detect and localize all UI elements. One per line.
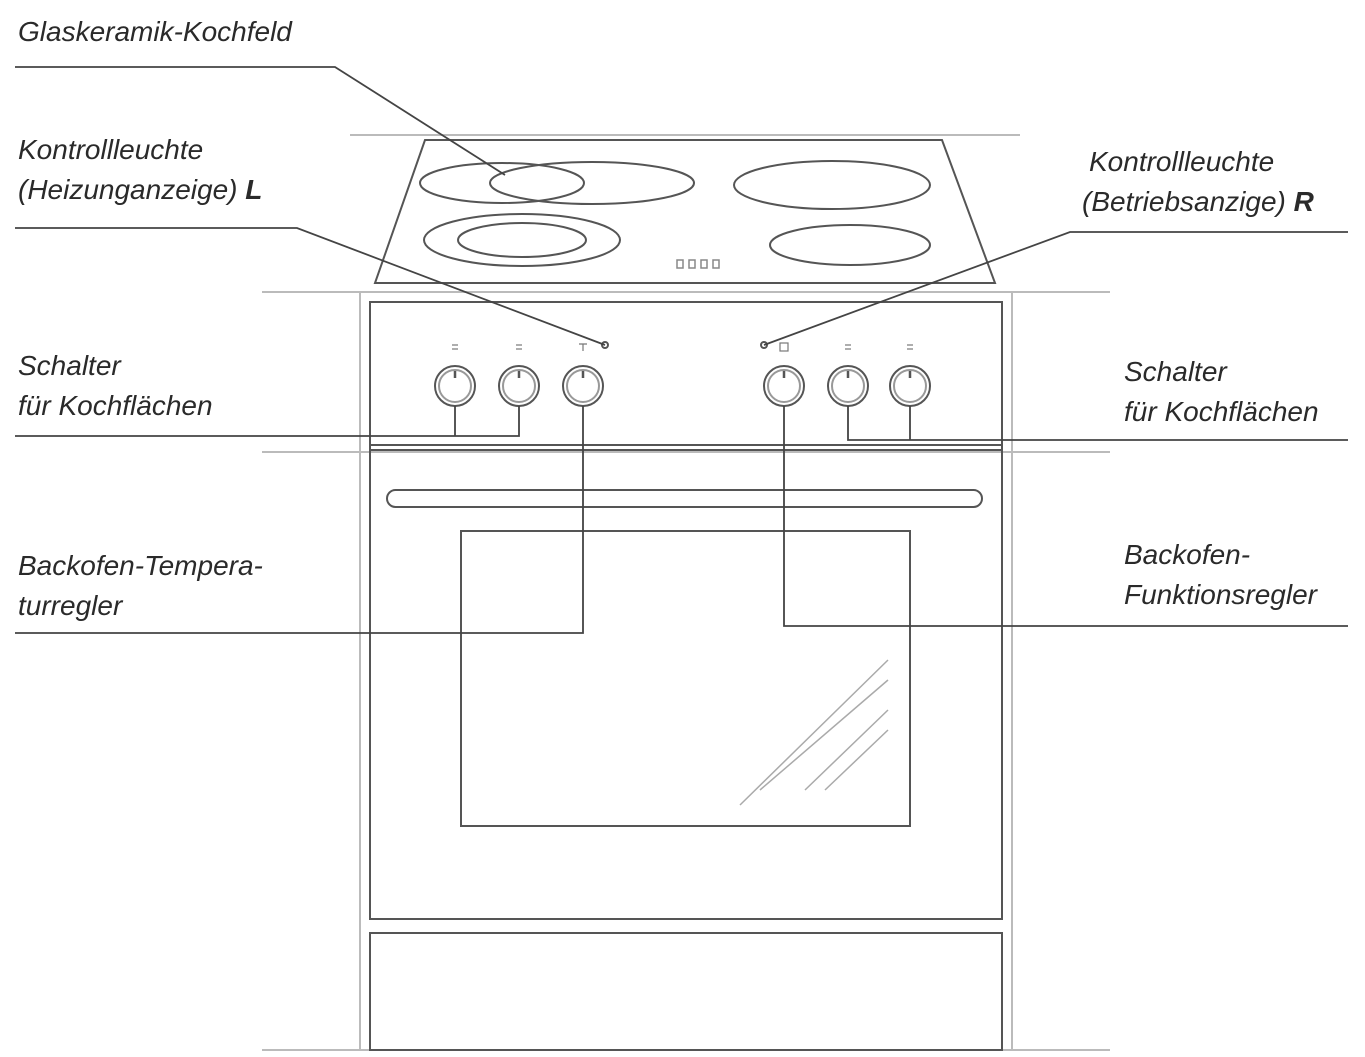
label-indicator-right: Kontrollleuchte (Betriebsanzige) R xyxy=(1082,142,1314,222)
function-knob[interactable] xyxy=(763,365,805,407)
label-switches-left-line2: für Kochflächen xyxy=(18,390,213,421)
label-function-regulator: Backofen- Funktionsregler xyxy=(1124,535,1317,615)
temperature-knob[interactable] xyxy=(562,365,604,407)
label-switches-right-line2: für Kochflächen xyxy=(1124,396,1319,427)
label-cooktop-text: Glaskeramik-Kochfeld xyxy=(18,16,292,47)
label-indicator-left-text: (Heizunganzeige) xyxy=(18,174,238,205)
cooktop-symbols xyxy=(676,259,720,269)
hob-knob-2[interactable] xyxy=(498,365,540,407)
label-function-regulator-line1: Backofen- xyxy=(1124,539,1251,570)
oven-handle xyxy=(386,489,983,508)
label-indicator-right-line2: (Betriebsanzige) R xyxy=(1082,182,1314,222)
cooktop-surface xyxy=(373,139,997,284)
cooking-zone-front-left xyxy=(419,162,585,204)
label-cooktop: Glaskeramik-Kochfeld xyxy=(18,12,292,52)
cooking-zone-dual-outer xyxy=(423,213,621,267)
label-indicator-right-text: (Betriebsanzige) xyxy=(1082,186,1286,217)
cooking-zone-back-right xyxy=(733,160,931,210)
label-switches-right: Schalter für Kochflächen xyxy=(1124,352,1319,432)
knob-symbols xyxy=(452,342,913,352)
window-glare xyxy=(739,659,889,806)
label-temperature-regulator-line2: turregler xyxy=(18,590,123,621)
hob-knob-4[interactable] xyxy=(889,365,931,407)
label-indicator-left-letter: L xyxy=(245,174,263,205)
cooking-zone-dual-inner xyxy=(457,222,587,258)
leader-lines xyxy=(15,66,1348,634)
label-indicator-right-letter: R xyxy=(1293,186,1314,217)
label-temperature-regulator: Backofen-Tempera- turregler xyxy=(18,546,263,626)
label-function-regulator-line2: Funktionsregler xyxy=(1124,579,1317,610)
indicator-light-right xyxy=(760,341,768,349)
label-temperature-regulator-line1: Backofen-Tempera- xyxy=(18,550,263,581)
oven-body xyxy=(369,301,1003,920)
hob-knob-3[interactable] xyxy=(827,365,869,407)
oven-window xyxy=(460,530,911,827)
label-indicator-right-line1: Kontrollleuchte xyxy=(1089,146,1275,177)
label-switches-left: Schalter für Kochflächen xyxy=(18,346,213,426)
label-switches-right-line1: Schalter xyxy=(1124,356,1227,387)
cooking-zone-small xyxy=(769,224,931,266)
label-switches-left-line1: Schalter xyxy=(18,350,121,381)
storage-drawer xyxy=(369,932,1003,1051)
label-indicator-left-line2: (Heizunganzeige) L xyxy=(18,170,262,210)
cooking-zone-oval xyxy=(489,161,695,205)
indicator-light-left xyxy=(601,341,609,349)
hob-knob-1[interactable] xyxy=(434,365,476,407)
label-indicator-left: Kontrollleuchte (Heizunganzeige) L xyxy=(18,130,262,210)
label-indicator-left-line1: Kontrollleuchte xyxy=(18,134,204,165)
